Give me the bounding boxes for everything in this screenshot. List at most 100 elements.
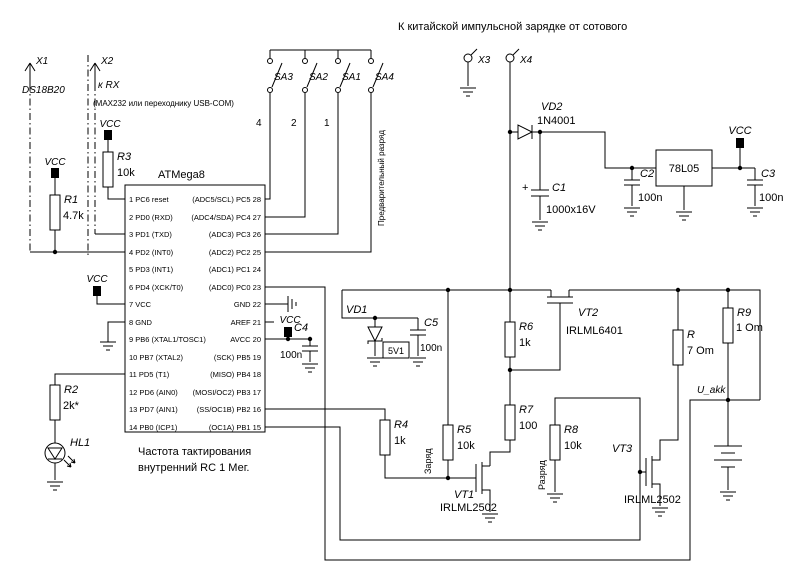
sa2-blade xyxy=(306,62,318,88)
ic-pin: AVCC 20 xyxy=(230,335,261,344)
vt1-ref: VT1 xyxy=(454,489,474,501)
r2-value: 2k* xyxy=(63,400,80,412)
ic-pin: 9 PB6 (XTAL1/TOSC1) xyxy=(129,335,206,344)
r8-value: 10k xyxy=(564,440,582,452)
ground-icon xyxy=(301,363,319,373)
sa2-bit: 2 xyxy=(291,118,297,129)
discharge-label: Разряд xyxy=(537,459,547,490)
ic-pin: (SCK) PB5 19 xyxy=(214,353,261,362)
vcc-label: VCC xyxy=(86,274,108,285)
wire-vt3-gate xyxy=(265,397,646,541)
vd1-ref: VD1 xyxy=(346,304,367,316)
c3-value: 100n xyxy=(759,192,783,204)
capacitor-c1: + C1 1000x16V xyxy=(522,182,596,216)
hl1-ref: HL1 xyxy=(70,437,90,449)
reg-label: 78L05 xyxy=(669,163,700,175)
c1-value: 1000x16V xyxy=(546,204,596,216)
sa3-label: SA3 xyxy=(274,72,293,83)
ic-pin: AREF 21 xyxy=(231,318,261,327)
x1-device-label: DS18B20 xyxy=(22,85,65,96)
r9-value: 1 Om xyxy=(736,322,763,334)
c2-ref: C2 xyxy=(640,168,654,180)
sa3-blade xyxy=(271,62,283,88)
resistor-r: R 7 Om xyxy=(672,329,714,366)
ic-pin: 12 PD6 (AIN0) xyxy=(129,388,178,397)
r1-value: 4.7k xyxy=(63,210,84,222)
wire-gnd-pin22 xyxy=(265,296,297,312)
r-ref: R xyxy=(687,329,695,341)
resistor-r7: R7 100 xyxy=(504,404,537,441)
c1-plates xyxy=(531,189,549,197)
sa4-label: SA4 xyxy=(375,72,394,83)
ic-pin: (ADC1) PC1 24 xyxy=(209,265,261,274)
resistor-r5: R5 10k xyxy=(442,424,475,461)
ic-pin: 4 PD2 (INT0) xyxy=(129,248,174,257)
x4-label: X4 xyxy=(519,55,533,66)
sa3-bit: 4 xyxy=(256,118,262,129)
mosfet-vt2: VT2 IRLML6401 xyxy=(547,290,623,337)
vd2-ref: VD2 xyxy=(541,101,562,113)
vt3-mosfet-icon xyxy=(645,456,661,506)
ic-name: ATMega8 xyxy=(158,169,205,181)
c4-value: 100n xyxy=(280,350,302,361)
ground-icon xyxy=(366,357,384,367)
vt3-value: IRLML2502 xyxy=(624,494,681,506)
connector-x4: X4 xyxy=(505,48,533,66)
x2-arrow-icon xyxy=(89,62,101,84)
ground-icon xyxy=(651,507,669,517)
resistor-r2: R2 2k* xyxy=(49,384,80,421)
vcc-label: VCC xyxy=(99,119,121,130)
resistor-r8: R8 10k xyxy=(549,424,582,461)
x3-label: X3 xyxy=(477,55,491,66)
vcc-symbol-pin7: VCC xyxy=(86,274,108,296)
r5-value: 10k xyxy=(457,440,475,452)
r6-ref: R6 xyxy=(519,321,534,333)
ic-pin: 2 PD0 (RXD) xyxy=(129,213,173,222)
connector-x1: X1 DS18B20 xyxy=(22,56,65,96)
uakk-label: U_akk xyxy=(697,385,726,396)
ic-pin: 11 PD5 (T1) xyxy=(129,370,170,379)
wires xyxy=(29,49,761,561)
sa1-bit: 1 xyxy=(324,118,330,129)
r6-value: 1k xyxy=(519,337,531,349)
ic-pin: 8 GND xyxy=(129,318,153,327)
c1-plus: + xyxy=(522,182,528,194)
c2-value: 100n xyxy=(638,192,662,204)
ground-icon xyxy=(409,357,427,367)
vt2-value: IRLML6401 xyxy=(566,325,623,337)
connector-x2: X2 к RX (МАХ232 или переходнику USB-COM) xyxy=(89,56,234,108)
vcc-symbol-r1: VCC xyxy=(44,157,66,178)
c1-ref: C1 xyxy=(552,182,566,194)
c5-ref: C5 xyxy=(424,317,439,329)
zener-vd1: VD1 5V1 xyxy=(346,304,410,359)
ic-pin: (SS/OC1B) PB2 16 xyxy=(197,405,261,414)
c4-ref: C4 xyxy=(294,322,308,334)
r4-ref: R4 xyxy=(394,419,408,431)
ic-pin: 1 PC6 reset xyxy=(129,195,170,204)
ic-pin: 13 PD7 (AIN1) xyxy=(129,405,178,414)
capacitor-c3: C3 100n xyxy=(746,168,783,204)
switch-sa1: SA1 1 xyxy=(324,58,361,129)
c5-value: 100n xyxy=(420,343,442,354)
vd2-value: 1N4001 xyxy=(537,115,576,127)
vd1-value: 5V1 xyxy=(388,346,404,356)
vcc-symbol-reg: VCC xyxy=(728,125,752,148)
resistor-r4: R4 1k xyxy=(379,419,408,456)
battery-short-plates xyxy=(721,452,735,468)
x2-label: X2 xyxy=(100,56,114,67)
ground-icon xyxy=(459,87,477,97)
wire-sa1 xyxy=(265,50,339,235)
ground-icon xyxy=(746,207,764,217)
r-value: 7 Om xyxy=(687,345,714,357)
vcc-symbol-r3: VCC xyxy=(99,119,121,140)
wire-power xyxy=(510,131,756,220)
wire-vt2-gate xyxy=(489,290,561,466)
ic-pin: (MISO) PB4 18 xyxy=(210,370,261,379)
wire-sa2 xyxy=(265,50,306,218)
ic-pin: 10 PB7 (XTAL2) xyxy=(129,353,184,362)
r3-value: 10k xyxy=(117,167,135,179)
wire-vt1-gate xyxy=(265,290,476,479)
vd2-diode-icon xyxy=(517,124,534,140)
ground-icon xyxy=(623,207,641,217)
